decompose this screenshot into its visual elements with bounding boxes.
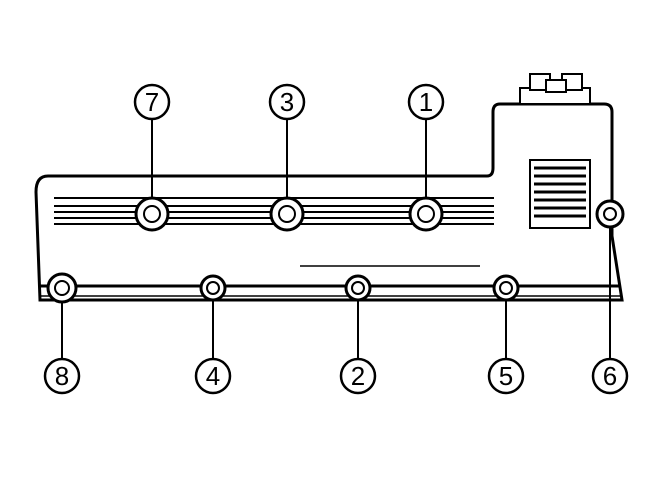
callout-3-text: 3 xyxy=(280,87,294,117)
callout-2: 2 xyxy=(339,357,377,395)
breather-grille xyxy=(529,159,591,229)
callout-4: 4 xyxy=(194,357,232,395)
callout-6: 6 xyxy=(591,357,629,395)
callout-7-text: 7 xyxy=(145,87,159,117)
callout-1-text: 1 xyxy=(419,87,433,117)
bolt-6 xyxy=(595,199,625,229)
callout-4-text: 4 xyxy=(206,361,220,391)
oil-filler-cap xyxy=(519,73,591,105)
bolt-7 xyxy=(134,196,170,232)
bolt-5 xyxy=(492,274,520,302)
bolt-1 xyxy=(408,196,444,232)
bolt-3 xyxy=(269,196,305,232)
bolt-8 xyxy=(46,272,78,304)
callout-5-text: 5 xyxy=(499,361,513,391)
callout-8: 8 xyxy=(43,357,81,395)
callout-8-text: 8 xyxy=(55,361,69,391)
bolt-2 xyxy=(344,274,372,302)
callout-2-text: 2 xyxy=(351,361,365,391)
bolt-4 xyxy=(199,274,227,302)
callout-1: 1 xyxy=(407,83,445,121)
callout-6-text: 6 xyxy=(603,361,617,391)
leader-lines xyxy=(61,118,611,358)
callout-3: 3 xyxy=(268,83,306,121)
callout-7: 7 xyxy=(133,83,171,121)
cover-outline xyxy=(34,102,624,302)
callout-5: 5 xyxy=(487,357,525,395)
